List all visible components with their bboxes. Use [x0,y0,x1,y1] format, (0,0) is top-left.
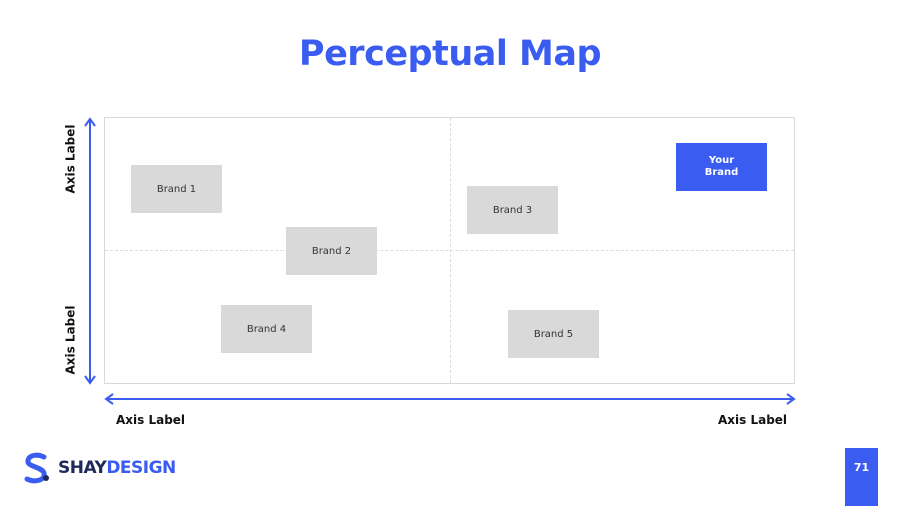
logo-s-icon [24,452,49,484]
brand-4-box: Brand 4 [221,305,312,353]
shaydesign-logo: SHAYDESIGN [22,452,176,484]
y-axis-arrow-down [84,375,96,385]
logo-text-accent: DESIGN [106,458,176,478]
page-title: Perceptual Map [298,34,602,74]
brand-2-box: Brand 2 [286,227,377,275]
y-axis-label-top: Axis Label [63,124,78,194]
logo-text-primary: SHAY [58,458,107,478]
y-axis-arrow-up [84,117,96,127]
x-axis-label-left: Axis Label [116,413,186,427]
y-axis-label-bottom: Axis Label [63,305,78,375]
perceptual-map-grid: Brand 1 Brand 2 Brand 3 Brand 4 Brand 5 … [104,117,795,384]
x-axis-arrow-right [786,393,796,405]
x-axis-arrow-left [104,393,114,405]
your-brand-box: Your Brand [676,143,767,191]
brand-5-box: Brand 5 [508,310,599,358]
brand-1-box: Brand 1 [131,165,222,213]
x-axis-label-right: Axis Label [718,413,788,427]
logo-text: SHAYDESIGN [58,458,176,478]
horizontal-divider [105,250,794,251]
page-number: 71 [845,448,878,506]
brand-3-box: Brand 3 [467,186,558,234]
